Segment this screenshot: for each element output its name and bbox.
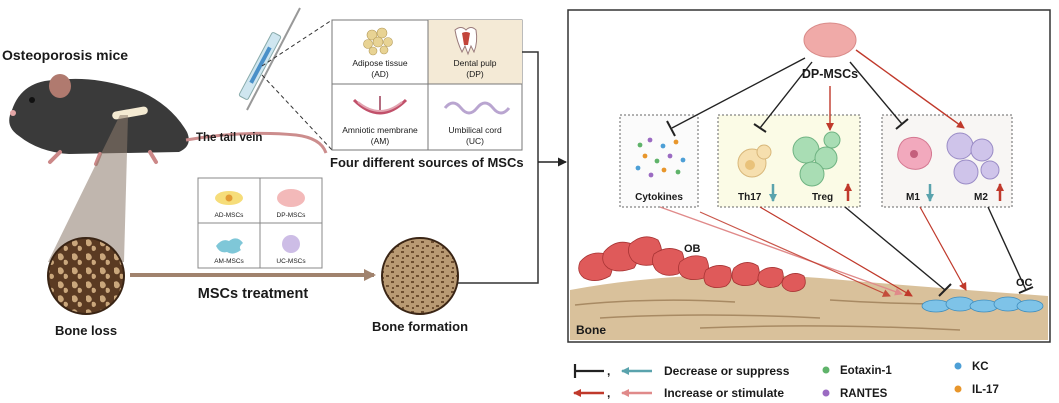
bone-layer [570, 274, 1048, 340]
osteoblast-cells [578, 236, 806, 292]
msc-cell-label-ad: AD-MSCs [215, 212, 245, 219]
msc-treatment-label: MSCs treatment [198, 286, 309, 302]
source-abbr-am: (AM) [371, 136, 390, 146]
il17-dot [954, 385, 962, 393]
cytokines-label: Cytokines [635, 192, 683, 203]
source-name-dp: Dental pulp [453, 58, 496, 68]
inhibit-m1-line [849, 61, 903, 125]
treg-cells-icon [792, 131, 841, 187]
am-msc-cell-icon [216, 238, 243, 254]
sources-to-panel-connector [522, 51, 539, 162]
dp-mscs-label: DP-MSCs [802, 67, 858, 81]
treg-inhibit-oc-bar [938, 283, 952, 297]
source-name-ad: Adipose tissue [352, 58, 408, 68]
legend-kc-label: KC [972, 361, 989, 373]
th17-label: Th17 [738, 192, 762, 203]
inhibit-th17-line [759, 61, 813, 129]
m2-label: M2 [974, 192, 988, 203]
ob-label: OB [684, 243, 701, 255]
adipose-tissue-icon [363, 27, 393, 56]
zoom-line-bottom [261, 74, 333, 151]
source-abbr-uc: (UC) [466, 136, 484, 146]
source-abbr-ad: (AD) [371, 69, 389, 79]
bone-label: Bone [576, 323, 606, 337]
amniotic-membrane-icon [352, 96, 408, 115]
umbilical-cord-icon [443, 101, 511, 115]
legend-increase-label: Increase or stimulate [664, 386, 784, 400]
inhibit-m1-bar [895, 118, 909, 130]
m1-label: M1 [906, 192, 920, 203]
msc-cell-label-uc: UC-MSCs [276, 258, 306, 265]
osteoclast-cells [921, 296, 1044, 313]
legend: , Decrease or suppress , Increase or sti… [573, 361, 999, 400]
kc-dot [954, 362, 962, 370]
bone-loss-circle [47, 237, 125, 315]
inhibit-cytokines-bar [666, 120, 676, 137]
m1-macrophage-icon [897, 136, 932, 170]
rantes-dot [822, 389, 830, 397]
eotaxin-dot [822, 366, 830, 374]
bone-formation-circle [381, 237, 459, 315]
m1-to-oc-arrow [919, 206, 967, 291]
m2-inhibit-oc-line [987, 206, 1027, 291]
uc-msc-cell-icon [282, 235, 300, 253]
m2-macrophage-icon [946, 132, 1000, 185]
legend-comma-2: , [607, 386, 610, 400]
msc-cell-label-dp: DP-MSCs [277, 212, 307, 219]
cytokine-dots [635, 137, 686, 178]
four-sources-caption: Four different sources of MSCs [330, 155, 524, 170]
m2-inhibit-oc-bar [1018, 286, 1034, 294]
source-name-uc: Umbilical cord [448, 125, 502, 135]
legend-il17-label: IL-17 [972, 384, 999, 396]
treg-label: Treg [812, 192, 833, 203]
cytokines-to-oc-arrow [659, 206, 903, 296]
source-name-am: Amniotic membrane [342, 125, 418, 135]
legend-rantes-label: RANTES [840, 388, 888, 400]
bone-formation-label: Bone formation [372, 319, 468, 334]
legend-comma-1: , [607, 364, 610, 378]
legend-decrease-label: Decrease or suppress [664, 364, 790, 378]
osteoporosis-mice-title: Osteoporosis mice [2, 47, 128, 63]
msc-cell-label-am: AM-MSCs [214, 258, 244, 265]
oc-label: OC [1016, 277, 1033, 289]
th17-cells-icon [737, 144, 772, 178]
syringe-icon [238, 7, 301, 111]
magnify-cone [48, 115, 128, 262]
source-abbr-dp: (DP) [466, 69, 484, 79]
th17-to-oc-arrow [759, 206, 913, 297]
dental-pulp-icon [454, 27, 478, 56]
formation-to-panel-connector [458, 162, 539, 284]
legend-eotaxin-label: Eotaxin-1 [840, 365, 892, 377]
inhibit-cytokines-line [671, 57, 806, 129]
tail-vein-label: The tail vein [196, 132, 262, 144]
dp-msc-cell-icon [277, 189, 305, 207]
inhibit-th17-bar [753, 123, 767, 133]
stimulate-m2-arrow [855, 49, 965, 129]
msc-cells-box: AD-MSCs DP-MSCs AM-MSCs UC-MSCs [197, 177, 323, 269]
bone-loss-label: Bone loss [55, 323, 117, 338]
dp-to-ob-arrow [699, 211, 891, 297]
msc-sources-box: Adipose tissue (AD) Dental pulp (DP) Amn… [331, 19, 523, 151]
mouse-illustration [9, 74, 328, 166]
treg-inhibit-oc-line [844, 206, 946, 291]
dp-msc-cell-main-icon [803, 22, 857, 58]
